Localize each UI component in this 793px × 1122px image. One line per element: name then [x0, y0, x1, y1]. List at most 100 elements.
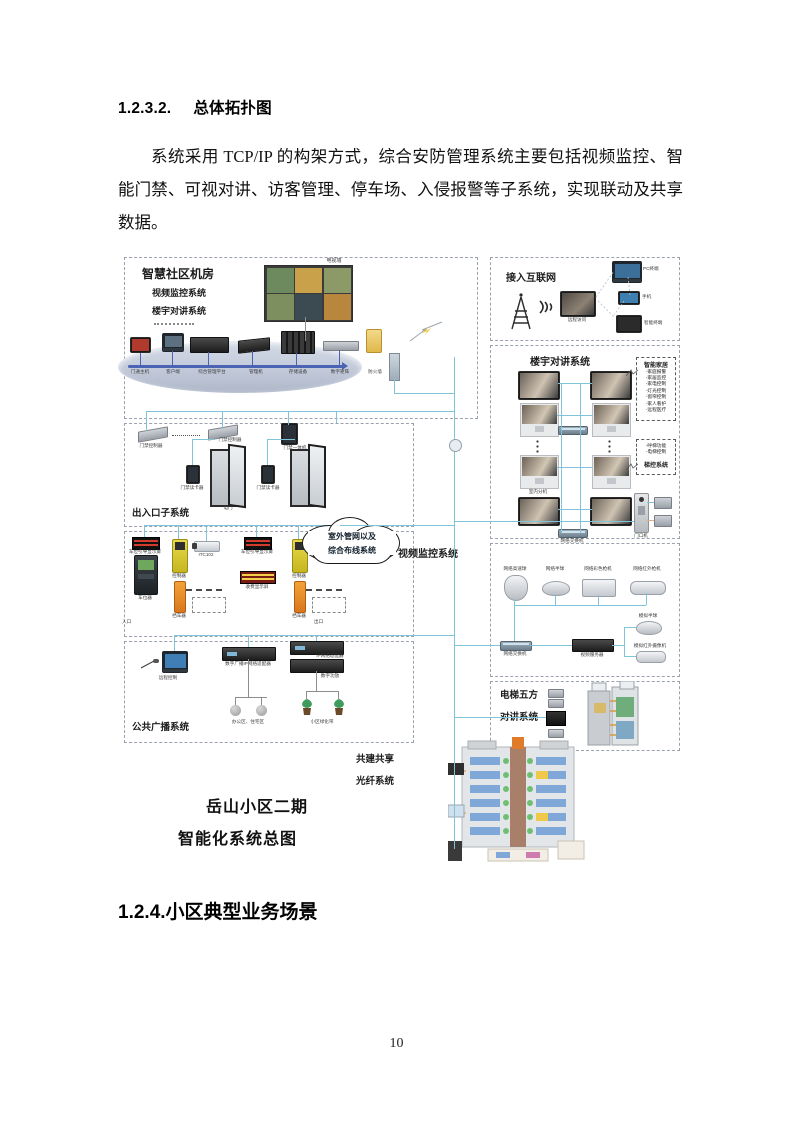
broadcast-remote-label: 远程控制: [158, 675, 178, 680]
access-to-reader-1h: [192, 439, 214, 440]
door-station-link-1: [647, 502, 654, 503]
page-number: 10: [389, 1036, 404, 1051]
fiber-title-1: 共建共享: [356, 754, 395, 765]
access-to-reader-2: [267, 439, 268, 465]
video-server-label: 视频服务器: [580, 652, 604, 657]
backbone-to-parking: [340, 525, 454, 526]
video-cam-drop-1: [555, 594, 556, 605]
broadcast-adapter-label-2: IP网络适配器: [316, 653, 344, 658]
video-surveillance-title: 视频监控系统: [398, 549, 458, 560]
smart-home-item-1: -家居监控: [645, 374, 667, 380]
rack-label-6: 防火墙: [368, 369, 382, 374]
access-controller-dots: [172, 433, 200, 436]
access-drop-3: [288, 411, 289, 425]
intercom-trunk-left: [561, 383, 562, 533]
device-smart-terminal: [616, 315, 642, 333]
broadcast-amp-label: 数字功放: [320, 673, 340, 678]
parking-barrier-1: [174, 581, 186, 613]
video-device-label-0: 网络高速球: [503, 566, 527, 571]
elevator-title-2: 对讲系统: [500, 709, 538, 723]
access-reader-label-2: 门禁读卡器: [256, 485, 280, 490]
elevator-shaft-illustration: [578, 680, 652, 747]
video-switch-riser: [514, 605, 515, 643]
device-remote-access: [560, 291, 596, 317]
parking-controller-1: [172, 539, 188, 573]
intercom-h2: [557, 415, 593, 416]
video-analog-dome: [636, 621, 662, 635]
broadcast-lawn-drop-2: [338, 691, 339, 699]
section-heading-title: 总体拓扑图: [193, 100, 272, 117]
door-station-module-1: [654, 497, 672, 509]
zone-machine-room: [124, 257, 478, 419]
backbone-to-video: [454, 645, 500, 646]
video-network-switch: [500, 641, 532, 651]
intercom-h1: [558, 383, 592, 384]
video-camera-bus: [514, 605, 646, 606]
device-firewall: [366, 329, 382, 353]
access-top-bus: [146, 411, 336, 412]
broadcast-lawn-speaker-2: [330, 697, 348, 717]
backbone-from-room: [394, 379, 395, 393]
rack-label-3: 管理机: [249, 369, 263, 374]
backbone-node-icon: [449, 439, 462, 452]
parking-loop-1: [192, 597, 226, 613]
smart-home-title: 智能家居: [643, 362, 668, 369]
video-cam-drop-2: [598, 595, 599, 605]
access-door-2-leaf: [308, 443, 326, 509]
video-box-camera: [582, 579, 616, 597]
bus-tick-3: [208, 352, 209, 365]
broadcast-speaker-2: [256, 705, 267, 716]
access-drop-2: [222, 411, 223, 429]
video-analog-dome-label: 模拟半球: [638, 613, 658, 618]
parking-barrier-2: [294, 581, 306, 613]
video-server: [572, 639, 614, 652]
smart-home-item-5: -家人看护: [645, 400, 667, 406]
intercom-switch-label: 网络交换机: [560, 538, 584, 543]
video-server-to-analog: [612, 645, 624, 646]
machine-room-ellipsis: [154, 321, 194, 325]
broadcast-sp-drop-2: [261, 697, 262, 705]
intercom-unit-l2: [520, 403, 559, 437]
video-speed-dome: [504, 575, 528, 601]
device-management-platform: [190, 337, 229, 353]
access-reader-2: [261, 465, 275, 484]
body-paragraph: 系统采用 TCP/IP 的构架方式，综合安防管理系统主要包括视频监控、智能门禁、…: [118, 147, 683, 232]
access-drop-4: [336, 411, 337, 423]
access-allinone: [281, 423, 298, 445]
access-allinone-label: 门禁一体机: [283, 445, 307, 450]
parking-barrier-arm-1: [186, 589, 222, 593]
rack-label-5: 数字矩阵: [330, 369, 350, 374]
intercom-unit-r2: [592, 403, 631, 437]
broadcast-title: 公共广播系统: [132, 722, 190, 733]
intercom-vdots-left: [536, 439, 539, 453]
access-controller-label-2: 门禁控制器: [218, 437, 242, 442]
access-drop-1: [146, 411, 147, 431]
broadcast-split-1: [235, 697, 267, 698]
broadcast-mic-icon: [140, 657, 160, 669]
intercom-unit-r1: [590, 371, 632, 400]
access-door-1-leaf: [228, 443, 246, 509]
access-door-label-1: 电门: [223, 505, 233, 510]
broadcast-zone-label-2: 小区绿化带: [310, 719, 334, 724]
parking-terminal-label: 车位器: [138, 595, 152, 600]
zone-elevator: [490, 681, 680, 751]
parking-barrier-label-2: 挡车器: [292, 613, 306, 618]
machine-room-bus-arrow: [342, 362, 348, 370]
zone-video-surveillance: [490, 543, 680, 677]
parking-exit-label: 出口: [314, 619, 324, 624]
door-station-trunk: [586, 521, 634, 522]
parking-barrier-label-1: 挡车器: [172, 613, 186, 618]
parking-controller-label-2: 控制器: [292, 573, 306, 578]
parking-charge-display: [240, 571, 276, 584]
zone-access-control: [124, 423, 414, 527]
elevator-title-1: 电梯五方: [500, 690, 539, 701]
access-control-title: 出入口子系统: [132, 508, 190, 519]
broadcast-speaker-1: [230, 705, 241, 716]
backbone-to-intercom: [454, 521, 586, 522]
parking-sign-label-1: 车位引导显示屏: [128, 549, 162, 554]
fiber-title-2: 光纤系统: [356, 776, 395, 787]
parking-drop-3: [256, 525, 257, 537]
intercom-trunk-right: [580, 383, 581, 533]
machine-room-bus: [128, 365, 343, 368]
bus-tick-1: [140, 353, 141, 365]
